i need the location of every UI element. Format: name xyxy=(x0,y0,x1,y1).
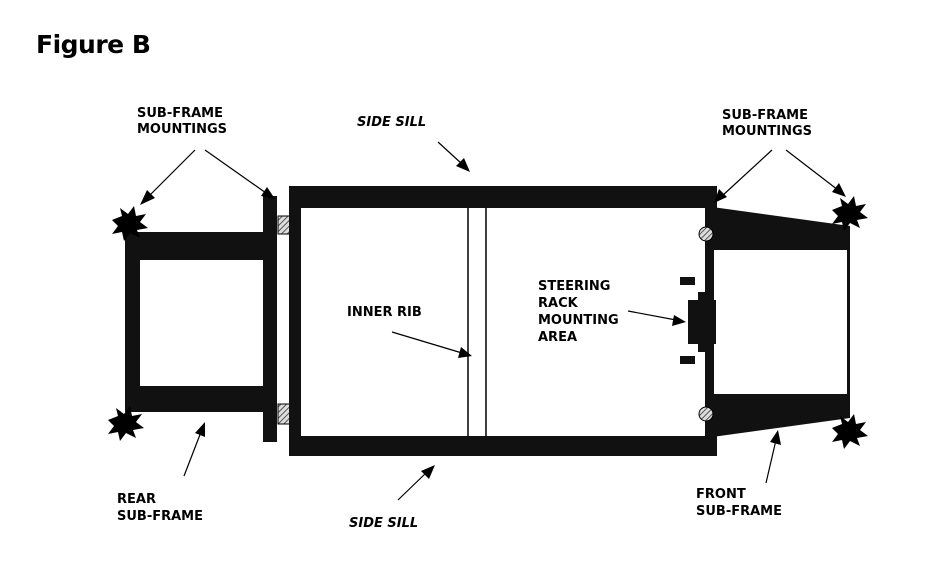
label-steering-line1: STEERING xyxy=(538,279,610,294)
label-steering-line3: MOUNTING xyxy=(538,313,619,328)
label-front-subframe-line2: SUB-FRAME xyxy=(696,504,782,519)
steering-rack-block xyxy=(680,277,716,364)
label-steering-line2: RACK xyxy=(538,296,579,311)
front-subframe xyxy=(705,206,850,438)
label-subframe-mountings-right-line1: SUB-FRAME xyxy=(722,108,808,123)
label-side-sill-top: SIDE SILL xyxy=(357,115,426,130)
front-mount-top xyxy=(698,226,714,242)
label-side-sill-bottom: SIDE SILL xyxy=(349,516,418,531)
main-body-frame xyxy=(289,186,717,456)
rear-mount-top xyxy=(277,215,291,235)
inner-rib xyxy=(467,208,487,436)
label-rear-subframe-line1: REAR xyxy=(117,492,156,507)
label-subframe-mountings-left-line1: SUB-FRAME xyxy=(137,106,223,121)
mount-star-rear-top xyxy=(112,206,148,241)
rear-subframe xyxy=(125,232,275,412)
label-inner-rib: INNER RIB xyxy=(347,305,422,320)
label-subframe-mountings-left-line2: MOUNTINGS xyxy=(137,122,227,137)
figure-title: Figure B xyxy=(36,30,151,59)
label-steering-line4: AREA xyxy=(538,330,577,345)
front-mount-bottom xyxy=(698,406,714,422)
label-front-subframe-line1: FRONT xyxy=(696,487,746,502)
mount-star-front-bottom xyxy=(832,414,868,449)
mount-star-front-top xyxy=(832,196,868,231)
rear-mounting-plate xyxy=(263,196,277,442)
label-rear-subframe-line2: SUB-FRAME xyxy=(117,509,203,524)
label-subframe-mountings-right-line2: MOUNTINGS xyxy=(722,124,812,139)
rear-mount-bottom xyxy=(277,403,291,425)
annotation-arrows xyxy=(140,141,846,501)
mount-star-rear-bottom xyxy=(108,406,144,441)
